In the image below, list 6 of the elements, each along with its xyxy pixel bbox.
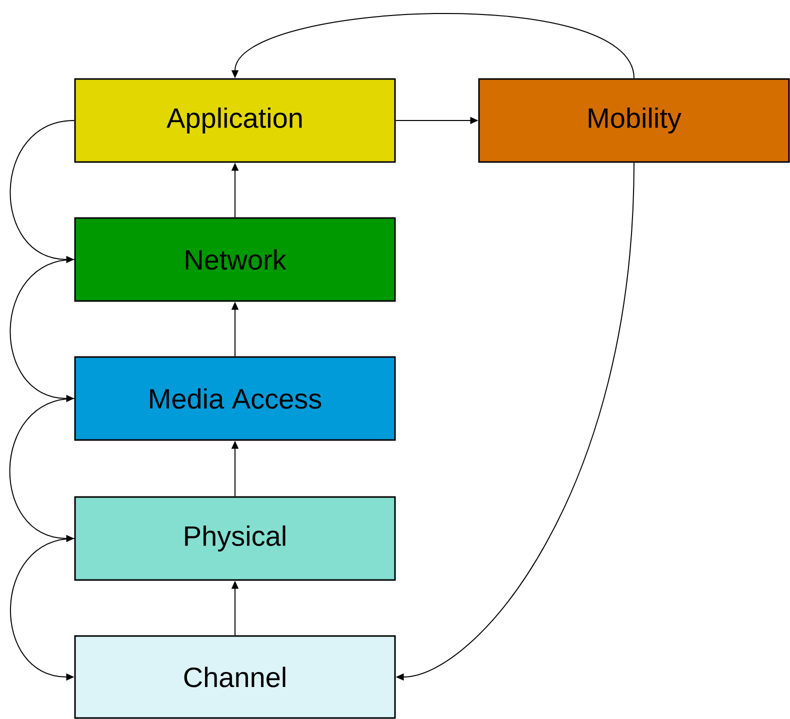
layer-box: Mobility <box>478 78 790 163</box>
layer-box: Physical <box>74 496 396 581</box>
layer-box: Media Access <box>74 356 396 441</box>
layer-box: Application <box>74 78 396 163</box>
layer-box: Network <box>74 217 396 302</box>
layer-box: Channel <box>74 635 396 719</box>
